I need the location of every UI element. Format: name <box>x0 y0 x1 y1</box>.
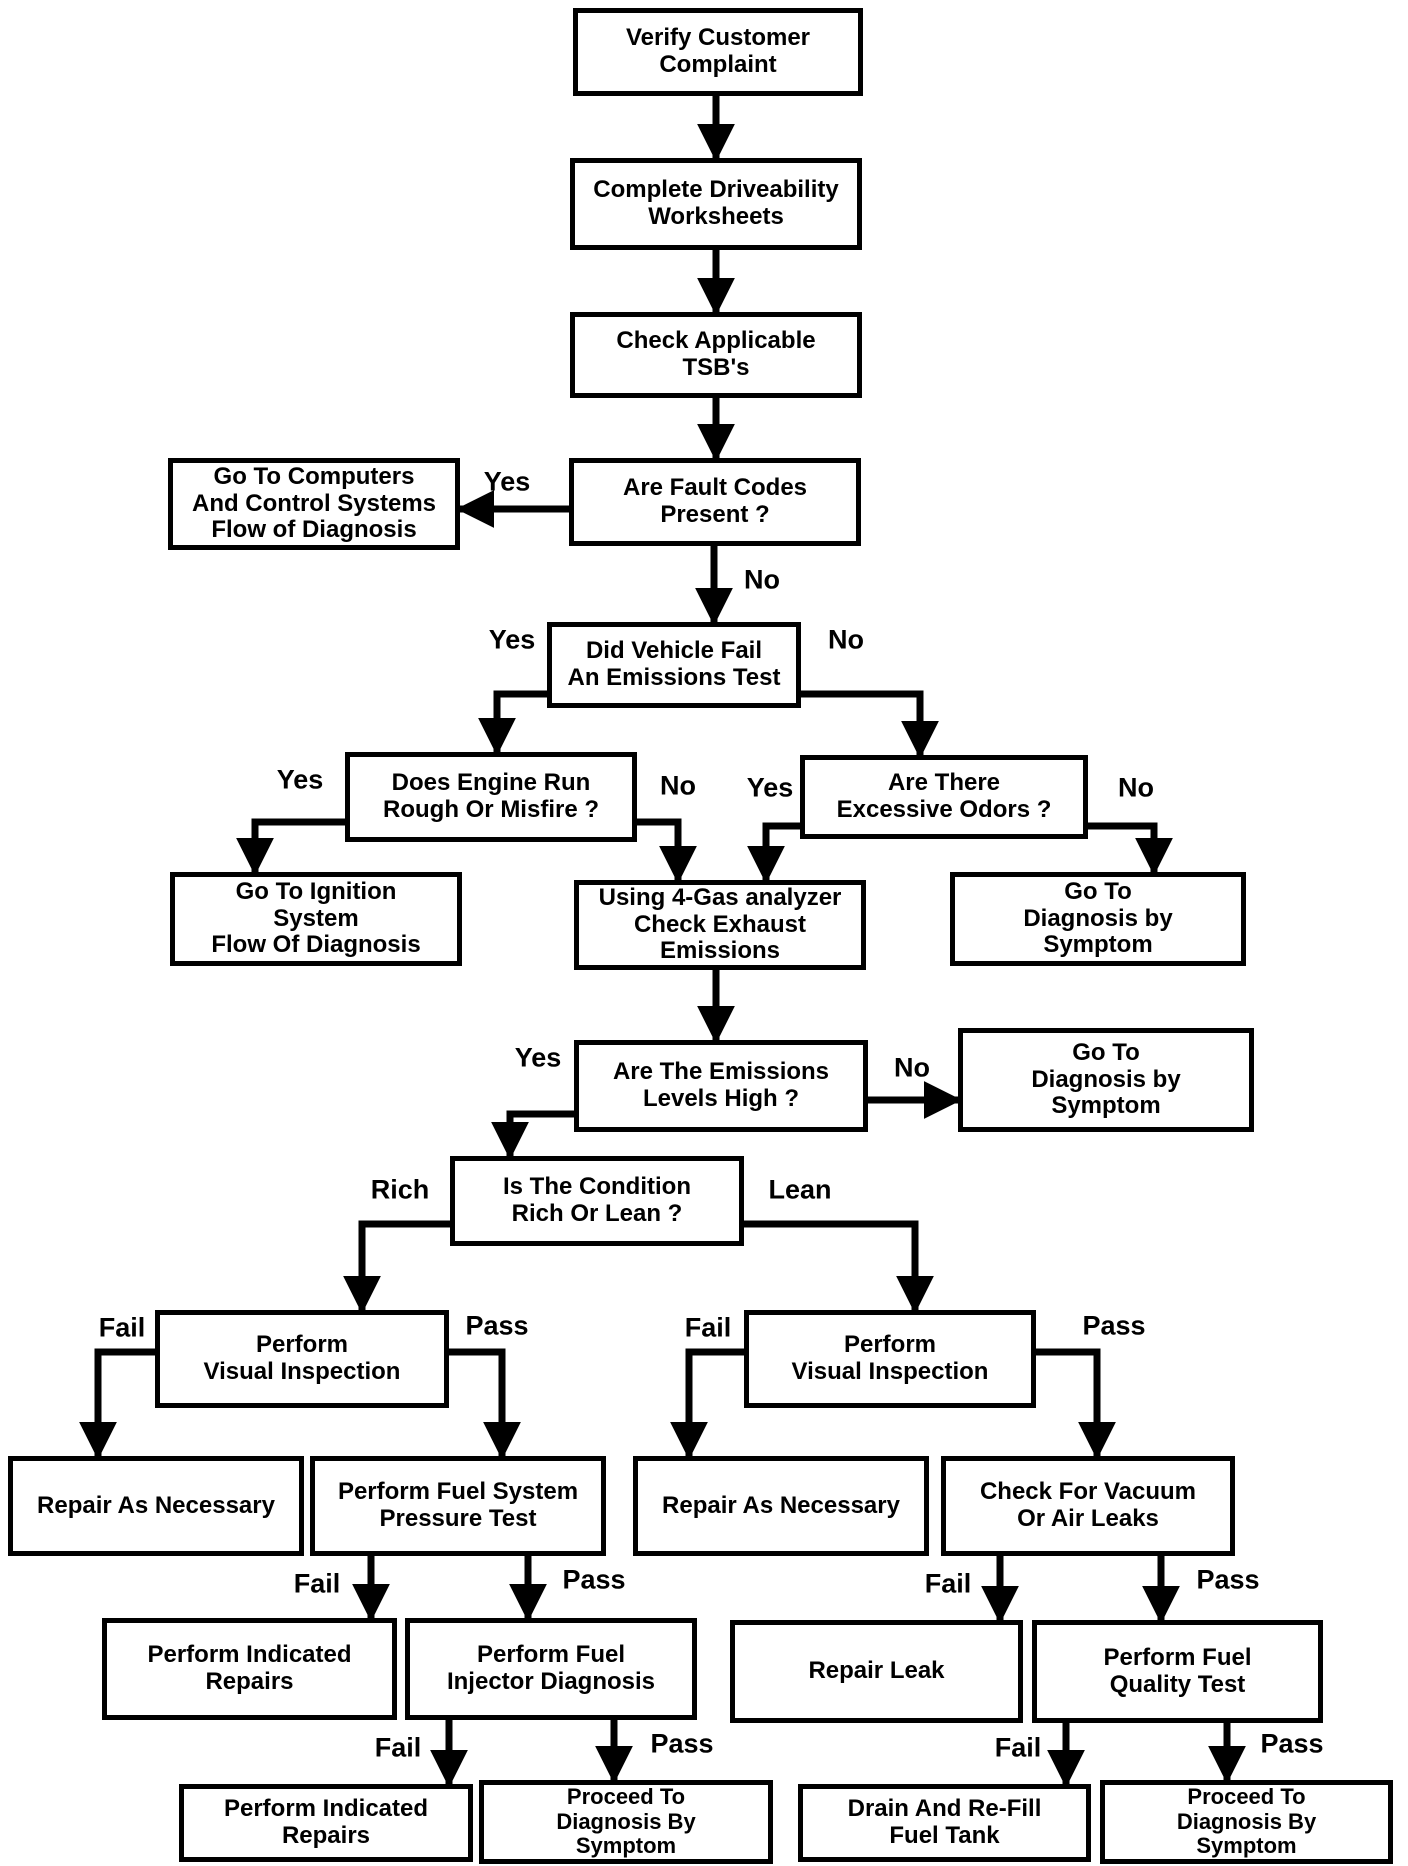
flow-node-drain-and-refill-fuel-tank: Drain And Re-Fill Fuel Tank <box>798 1784 1091 1862</box>
flow-node-perform-indicated-repairs-pressure: Perform Indicated Repairs <box>102 1618 397 1720</box>
flow-node-label: Perform Fuel Injector Diagnosis <box>446 1641 656 1695</box>
flow-node-proceed-to-diagnosis-injector: Proceed To Diagnosis By Symptom <box>479 1780 773 1864</box>
flow-node-diagnosis-by-symptom-odors: Go To Diagnosis by Symptom <box>950 872 1246 966</box>
flow-node-are-there-excessive-odors: Are There Excessive Odors ? <box>800 755 1088 839</box>
flow-edge-is-condition-rich-or-lean-to-perform-visual-inspection-rich <box>343 1220 450 1314</box>
flow-node-is-condition-rich-or-lean: Is The Condition Rich Or Lean ? <box>450 1156 744 1246</box>
flow-node-does-engine-run-rough: Does Engine Run Rough Or Misfire ? <box>345 752 637 842</box>
flow-node-label: Does Engine Run Rough Or Misfire ? <box>383 769 599 823</box>
flow-edge-did-vehicle-fail-emissions-test-to-are-there-excessive-odors <box>801 690 939 759</box>
flow-edge-does-engine-run-rough-to-go-to-ignition-flow <box>236 818 345 876</box>
flow-node-perform-visual-inspection-rich: Perform Visual Inspection <box>155 1310 449 1408</box>
edge-label-yes-5: Yes <box>488 624 536 655</box>
flow-node-are-emissions-levels-high: Are The Emissions Levels High ? <box>574 1040 868 1132</box>
edge-label-fail-22: Fail <box>924 1568 972 1599</box>
flow-node-repair-as-necessary-rich: Repair As Necessary <box>8 1456 304 1556</box>
flow-node-check-for-vacuum-or-air-leaks: Check For Vacuum Or Air Leaks <box>941 1456 1235 1556</box>
flow-node-label: Go To Ignition System Flow Of Diagnosis <box>211 877 421 959</box>
flow-node-label: Complete Driveability Worksheets <box>593 176 839 230</box>
flow-node-label: Are Fault Codes Present ? <box>622 474 808 528</box>
edge-label-no-6: No <box>828 624 864 655</box>
flow-node-label: Perform Indicated Repairs <box>147 1641 352 1695</box>
flow-node-label: Repair As Necessary <box>37 1491 275 1519</box>
flow-node-label: Are There Excessive Odors ? <box>836 769 1052 823</box>
edge-label-yes-13: Yes <box>514 1042 562 1073</box>
flow-node-verify-customer-complaint: Verify Customer Complaint <box>573 8 863 96</box>
flow-node-label: Perform Fuel System Pressure Test <box>337 1478 579 1532</box>
flow-node-repair-as-necessary-lean: Repair As Necessary <box>633 1456 929 1556</box>
flow-edge-are-emissions-levels-high-to-is-condition-rich-or-lean <box>491 1110 574 1160</box>
edge-label-pass-21: Pass <box>562 1564 626 1595</box>
edge-label-yes-3: Yes <box>483 466 531 497</box>
flow-node-repair-leak: Repair Leak <box>730 1620 1023 1723</box>
edge-label-no-12: No <box>894 1052 930 1083</box>
flow-edge-does-engine-run-rough-to-check-exhaust-emissions <box>637 818 697 884</box>
flow-node-complete-driveability-worksheets: Complete Driveability Worksheets <box>570 158 862 250</box>
flow-node-label: Is The Condition Rich Or Lean ? <box>503 1173 691 1227</box>
flow-node-label: Drain And Re-Fill Fuel Tank <box>847 1795 1042 1849</box>
flow-node-label: Perform Indicated Repairs <box>223 1795 429 1849</box>
flow-edge-perform-visual-inspection-lean-to-repair-as-necessary-lean <box>670 1348 744 1460</box>
flow-node-perform-fuel-system-pressure-test: Perform Fuel System Pressure Test <box>310 1456 606 1556</box>
flow-node-label: Check For Vacuum Or Air Leaks <box>979 1478 1197 1532</box>
flow-node-perform-indicated-repairs-final: Perform Indicated Repairs <box>179 1784 473 1862</box>
flow-node-go-to-computers-flow: Go To Computers And Control Systems Flow… <box>168 458 460 550</box>
flow-node-label: Check Applicable TSB's <box>616 327 816 381</box>
flow-edge-did-vehicle-fail-emissions-test-to-does-engine-run-rough <box>478 690 547 756</box>
flow-node-check-exhaust-emissions: Using 4-Gas analyzer Check Exhaust Emiss… <box>574 880 866 970</box>
flow-node-label: Are The Emissions Levels High ? <box>612 1058 830 1112</box>
edge-label-no-10: No <box>1118 772 1154 803</box>
flow-node-label: Repair As Necessary <box>662 1491 900 1519</box>
flow-node-check-applicable-tsbs: Check Applicable TSB's <box>570 312 862 398</box>
flow-node-perform-visual-inspection-lean: Perform Visual Inspection <box>744 1310 1036 1408</box>
edge-label-pass-17: Pass <box>465 1310 529 1341</box>
edge-label-fail-24: Fail <box>374 1732 422 1763</box>
flow-node-label: Verify Customer Complaint <box>625 24 811 78</box>
edge-label-pass-27: Pass <box>1260 1728 1324 1759</box>
flow-node-did-vehicle-fail-emissions-test: Did Vehicle Fail An Emissions Test <box>547 622 801 708</box>
edge-label-pass-25: Pass <box>650 1728 714 1759</box>
flow-node-go-to-ignition-flow: Go To Ignition System Flow Of Diagnosis <box>170 872 462 966</box>
flow-node-label: Repair Leak <box>808 1657 945 1685</box>
flow-edge-perform-visual-inspection-rich-to-perform-fuel-system-pressure-test <box>449 1348 521 1460</box>
flow-node-label: Did Vehicle Fail An Emissions Test <box>567 637 781 691</box>
flow-node-diagnosis-by-symptom-levels: Go To Diagnosis by Symptom <box>958 1028 1254 1132</box>
edge-group <box>79 96 1246 1788</box>
edge-label-fail-26: Fail <box>994 1732 1042 1763</box>
edge-label-no-4: No <box>744 564 780 595</box>
flow-node-label: Go To Diagnosis by Symptom <box>1023 877 1173 959</box>
edge-label-pass-19: Pass <box>1082 1310 1146 1341</box>
flow-node-proceed-to-diagnosis-quality: Proceed To Diagnosis By Symptom <box>1100 1780 1393 1864</box>
flow-node-perform-fuel-quality-test: Perform Fuel Quality Test <box>1032 1620 1323 1723</box>
edge-label-yes-9: Yes <box>746 772 794 803</box>
flow-edge-are-there-excessive-odors-to-diagnosis-by-symptom-odors <box>1088 822 1173 876</box>
flow-node-label: Go To Diagnosis by Symptom <box>1031 1038 1181 1120</box>
edge-label-rich-14: Rich <box>370 1174 430 1205</box>
flow-node-are-fault-codes-present: Are Fault Codes Present ? <box>569 458 861 546</box>
edge-label-fail-20: Fail <box>293 1568 341 1599</box>
edge-label-fail-18: Fail <box>684 1312 732 1343</box>
flow-node-label: Using 4-Gas analyzer Check Exhaust Emiss… <box>598 883 842 965</box>
edge-label-no-8: No <box>660 770 696 801</box>
flow-node-perform-fuel-injector-diagnosis: Perform Fuel Injector Diagnosis <box>405 1618 697 1720</box>
flow-edge-are-there-excessive-odors-to-check-exhaust-emissions <box>747 822 800 884</box>
flow-edge-perform-visual-inspection-rich-to-repair-as-necessary-rich <box>79 1348 155 1460</box>
flow-node-label: Perform Fuel Quality Test <box>1103 1643 1252 1698</box>
flow-node-label: Perform Visual Inspection <box>791 1331 989 1385</box>
edge-label-lean-15: Lean <box>768 1174 832 1205</box>
flow-node-label: Proceed To Diagnosis By Symptom <box>556 1784 696 1859</box>
edge-label-fail-16: Fail <box>98 1312 146 1343</box>
flow-node-label: Proceed To Diagnosis By Symptom <box>1176 1784 1317 1859</box>
edge-label-pass-23: Pass <box>1196 1564 1260 1595</box>
flow-node-label: Perform Visual Inspection <box>203 1331 401 1385</box>
flow-node-label: Go To Computers And Control Systems Flow… <box>191 462 437 544</box>
edge-label-yes-7: Yes <box>276 764 324 795</box>
flow-edge-is-condition-rich-or-lean-to-perform-visual-inspection-lean <box>744 1220 934 1314</box>
flow-edge-perform-visual-inspection-lean-to-check-for-vacuum-or-air-leaks <box>1036 1348 1116 1460</box>
